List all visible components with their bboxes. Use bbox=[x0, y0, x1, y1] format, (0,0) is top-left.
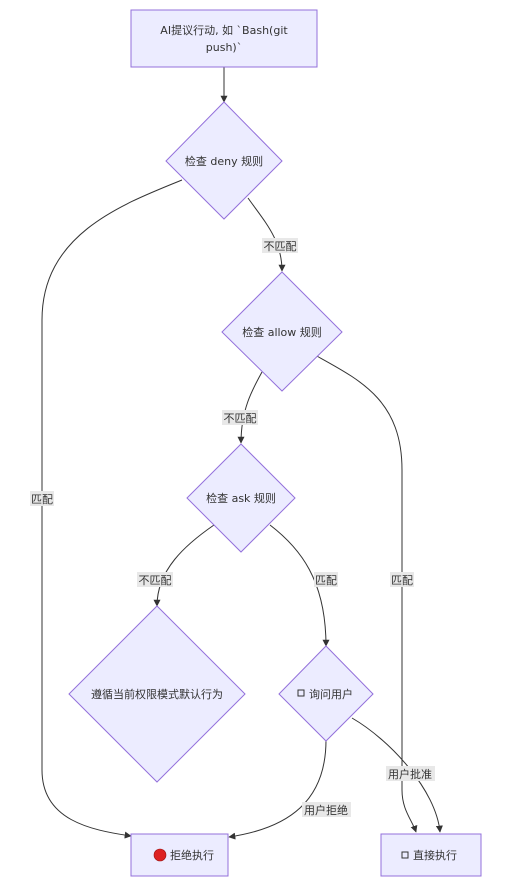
edges bbox=[41, 67, 443, 840]
node-ask-user: 询问用户 bbox=[278, 645, 374, 742]
execute-label: 直接执行 bbox=[413, 848, 457, 862]
edge-label-ask-match: 匹配 bbox=[314, 572, 338, 587]
edge-label-deny-nomatch: 不匹配 bbox=[262, 238, 298, 253]
edge-ask-to-askuser bbox=[269, 524, 330, 647]
node-default-mode: 遵循当前权限模式默认行为 bbox=[68, 605, 246, 783]
edge-label-allow-nomatch: 不匹配 bbox=[222, 410, 258, 425]
edge-ask-to-default bbox=[153, 524, 215, 607]
edge-allow-to-ask bbox=[237, 371, 263, 444]
edge-allow-to-execute bbox=[314, 354, 418, 833]
edge-label-deny-match: 匹配 bbox=[30, 491, 54, 506]
start-line-2: push)` bbox=[206, 41, 242, 54]
node-allow-check: 检查 allow 规则 bbox=[221, 271, 343, 392]
node-execute: 直接执行 bbox=[380, 833, 482, 877]
svg-text:匹配: 匹配 bbox=[31, 493, 53, 506]
svg-text:不匹配: 不匹配 bbox=[264, 240, 297, 253]
node-ask-check: 检查 ask 规则 bbox=[186, 443, 296, 553]
checkbox-icon bbox=[297, 689, 305, 697]
node-deny-check: 检查 deny 规则 bbox=[165, 101, 283, 220]
svg-text:不匹配: 不匹配 bbox=[139, 574, 172, 587]
allow-check-label: 检查 allow 规则 bbox=[242, 325, 322, 339]
deny-check-label: 检查 deny 规则 bbox=[185, 154, 263, 168]
svg-text:匹配: 匹配 bbox=[391, 574, 413, 587]
edge-label-allow-match: 匹配 bbox=[390, 572, 414, 587]
ask-check-label: 检查 ask 规则 bbox=[206, 491, 276, 505]
svg-text:匹配: 匹配 bbox=[315, 574, 337, 587]
default-mode-label: 遵循当前权限模式默认行为 bbox=[91, 687, 223, 701]
node-reject: 拒绝执行 bbox=[130, 833, 229, 877]
edge-label-user-approve: 用户批准 bbox=[386, 766, 435, 781]
svg-text:不匹配: 不匹配 bbox=[224, 412, 257, 425]
node-start: AI提议行动, 如 `Bash(git push)` bbox=[130, 9, 318, 68]
svg-text:用户批准: 用户批准 bbox=[388, 767, 432, 781]
checkbox-icon bbox=[401, 851, 409, 859]
red-circle-icon bbox=[153, 848, 167, 862]
start-line-1: AI提议行动, 如 `Bash(git bbox=[160, 23, 288, 37]
edge-label-ask-nomatch: 不匹配 bbox=[137, 572, 173, 587]
edge-deny-to-reject bbox=[41, 179, 183, 839]
ask-user-label: 询问用户 bbox=[309, 687, 353, 701]
svg-text:用户拒绝: 用户拒绝 bbox=[304, 803, 348, 817]
edge-label-user-reject: 用户拒绝 bbox=[302, 802, 351, 817]
edge-askuser-to-reject bbox=[228, 739, 327, 840]
edge-deny-to-allow bbox=[247, 197, 286, 272]
reject-label: 拒绝执行 bbox=[170, 848, 214, 862]
edge-labels: 不匹配 匹配 不匹配 匹配 不匹配 匹配 用户批准 用户拒绝 bbox=[30, 238, 435, 817]
